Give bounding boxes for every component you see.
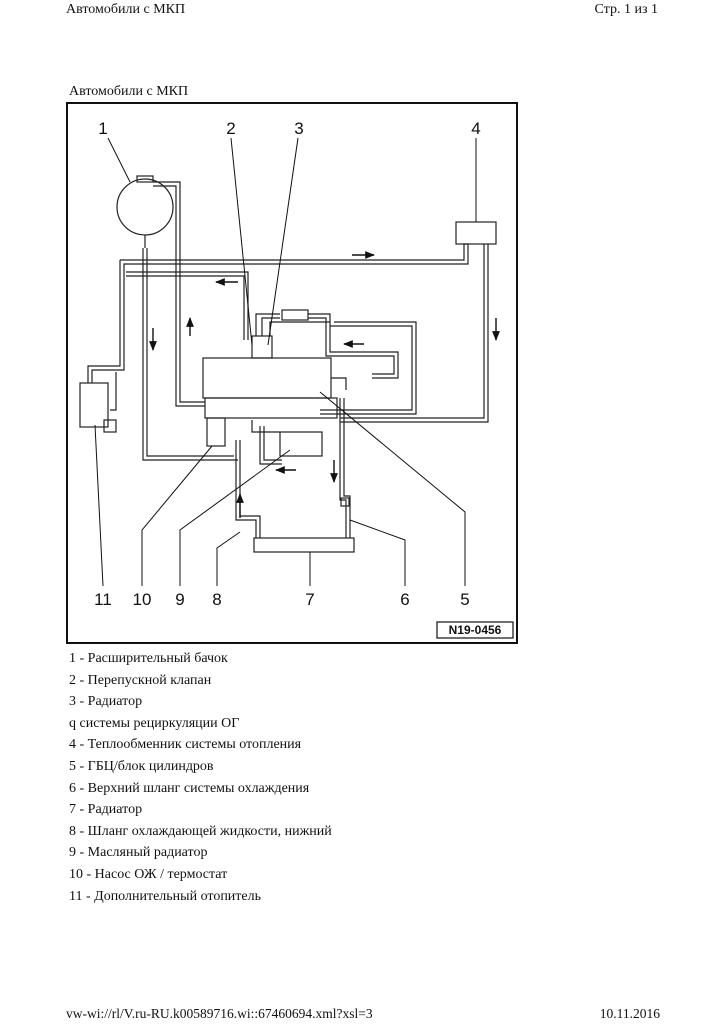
legend-item: 9 - Масляный радиатор [69, 845, 208, 861]
auxiliary-heater-shape [79, 382, 117, 433]
callout-number: 10 [133, 590, 152, 609]
legend-item: 11 - Дополнительный отопитель [69, 888, 262, 904]
callout-number: 9 [175, 590, 184, 609]
legend-item: 3 - Радиатор [69, 694, 143, 710]
leader-line [349, 519, 406, 586]
legend-item: 7 - Радиатор [69, 802, 143, 818]
figure-code-box [436, 621, 514, 639]
leader-line [267, 137, 299, 346]
callout-number: 3 [294, 119, 303, 138]
header-page-counter: Стр. 1 из 1 [594, 2, 658, 17]
callout-number: 4 [471, 119, 480, 138]
legend-list: 1 - Расширительный бачок 2 - Перепускной… [69, 648, 332, 907]
legend-item: 5 - ГБЦ/блок цилиндров [69, 758, 214, 774]
callout-number: 7 [305, 590, 314, 609]
legend-item: 10 - Насос ОЖ / термостат [69, 866, 228, 882]
header-title: Автомобили с МКП [66, 2, 186, 17]
expansion-tank-shape [116, 175, 174, 248]
oil-cooler-shape [279, 431, 323, 457]
callout-number: 6 [400, 590, 409, 609]
cooling-system-diagram: 1 2 3 4 5 6 7 8 9 10 11 N19-0456 [66, 102, 518, 644]
leader-line [107, 137, 131, 183]
leader-line [179, 449, 291, 586]
leader-line [216, 531, 241, 586]
figure-code: N19-0456 [449, 623, 502, 637]
leader-line [230, 137, 253, 346]
legend-item: 1 - Расширительный бачок [69, 651, 228, 666]
callout-number: 2 [226, 119, 235, 138]
legend-item: 8 - Шланг охлаждающей жидкости, нижний [69, 823, 332, 839]
footer-url: vw-wi://rl/V.ru-RU.k00589716.wi::6746069… [66, 1006, 373, 1021]
legend-item: q системы рециркуляции ОГ [69, 715, 240, 731]
legend-item: 6 - Верхний шланг системы охлаждения [69, 780, 310, 796]
engine-block-shape [202, 357, 338, 447]
legend-item: 2 - Перепускной клапан [69, 672, 212, 688]
figure-caption: Автомобили с МКП [69, 84, 189, 99]
leader-line [141, 445, 213, 586]
legend-item: 4 - Теплообменник системы отопления [69, 737, 302, 753]
leader-line [319, 391, 466, 586]
leader-line [94, 424, 104, 587]
heater-core-shape [455, 221, 497, 245]
radiator-shape [253, 537, 355, 553]
callout-number: 1 [98, 119, 107, 138]
callout-number: 8 [212, 590, 221, 609]
diagram-frame [66, 102, 518, 644]
callout-number: 5 [460, 590, 469, 609]
callout-number: 11 [94, 590, 112, 609]
footer-date: 10.11.2016 [599, 1006, 660, 1021]
